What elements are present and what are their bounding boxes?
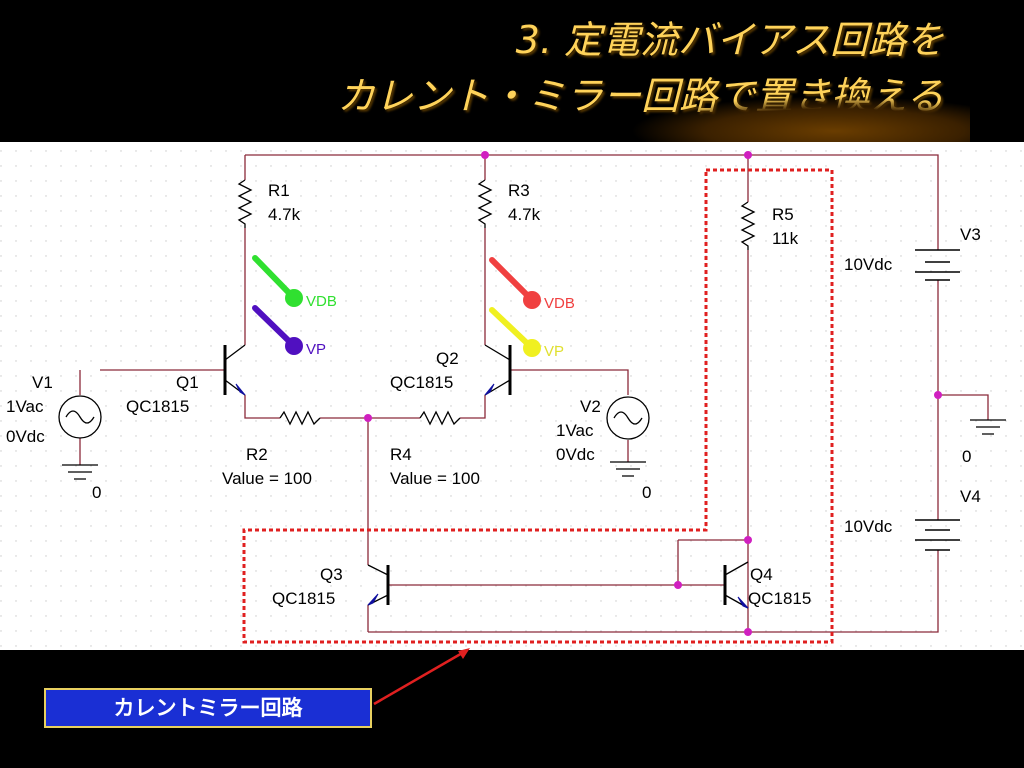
probe-vp-left-label: VP	[306, 341, 326, 358]
v4-name: V4	[960, 487, 981, 506]
probe-vdb-right	[489, 257, 533, 301]
grid-background	[0, 142, 1024, 650]
slide-title-line1: 3. 定電流バイアス回路を	[515, 18, 944, 62]
probe-vp-left	[252, 305, 295, 347]
probe-vdb-left	[252, 255, 295, 299]
junction-nodes	[364, 151, 942, 636]
v4-value: 10Vdc	[844, 517, 893, 536]
r1-resistor	[237, 179, 253, 228]
title-swoosh-decoration	[630, 96, 970, 146]
q1-name: Q1	[176, 373, 199, 392]
q3-part: QC1815	[272, 589, 335, 608]
v2-ac: 1Vac	[556, 421, 594, 440]
r4-value: Value = 100	[390, 469, 480, 488]
r4-resistor	[419, 410, 461, 426]
wires	[79, 154, 989, 633]
r1-value: 4.7k	[268, 205, 301, 224]
r5-name: R5	[772, 205, 794, 224]
probe-vdb-left-label: VDB	[306, 293, 337, 310]
q2-part: QC1815	[390, 373, 453, 392]
q4-part: QC1815	[748, 589, 811, 608]
r3-name: R3	[508, 181, 530, 200]
r3-resistor	[477, 179, 493, 228]
r2-value: Value = 100	[222, 469, 312, 488]
r5-value: 11k	[772, 229, 799, 248]
ground-label-v1: 0	[92, 483, 101, 502]
q1-part: QC1815	[126, 397, 189, 416]
v4-battery	[915, 519, 960, 551]
probe-vdb-right-tip	[523, 291, 541, 309]
v2-dc: 0Vdc	[556, 445, 595, 464]
schematic-svg: VDB VP VDB VP R1 4.7k R3 4.7k R5 11k R2 …	[0, 142, 1024, 650]
r2-resistor	[279, 410, 321, 426]
q2-name: Q2	[436, 349, 459, 368]
current-mirror-callout: カレントミラー回路	[44, 688, 372, 728]
q4-name: Q4	[750, 565, 773, 584]
schematic-canvas: VDB VP VDB VP R1 4.7k R3 4.7k R5 11k R2 …	[0, 142, 1024, 650]
r1-name: R1	[268, 181, 290, 200]
q3-name: Q3	[320, 565, 343, 584]
current-mirror-highlight	[242, 168, 834, 644]
v3-name: V3	[960, 225, 981, 244]
v1-name: V1	[32, 373, 53, 392]
v1-ac: 1Vac	[6, 397, 44, 416]
probe-vp-left-tip	[285, 337, 303, 355]
r3-value: 4.7k	[508, 205, 541, 224]
r5-resistor	[740, 201, 756, 250]
v1-dc: 0Vdc	[6, 427, 45, 446]
ground-label-v2: 0	[642, 483, 651, 502]
resistor-shapes	[237, 179, 756, 426]
probe-vp-right	[489, 307, 533, 349]
r2-name: R2	[246, 445, 268, 464]
probe-vp-right-tip	[523, 339, 541, 357]
probe-vdb-right-label: VDB	[544, 295, 575, 312]
probe-vdb-left-tip	[285, 289, 303, 307]
r4-name: R4	[390, 445, 412, 464]
ground-symbols	[62, 419, 1006, 480]
v2-name: V2	[580, 397, 601, 416]
transistor-emitter-arrows	[235, 383, 749, 609]
v3-battery	[915, 249, 960, 281]
probe-vp-right-label: VP	[544, 343, 564, 360]
v3-value: 10Vdc	[844, 255, 893, 274]
ground-label-mid: 0	[962, 447, 971, 466]
